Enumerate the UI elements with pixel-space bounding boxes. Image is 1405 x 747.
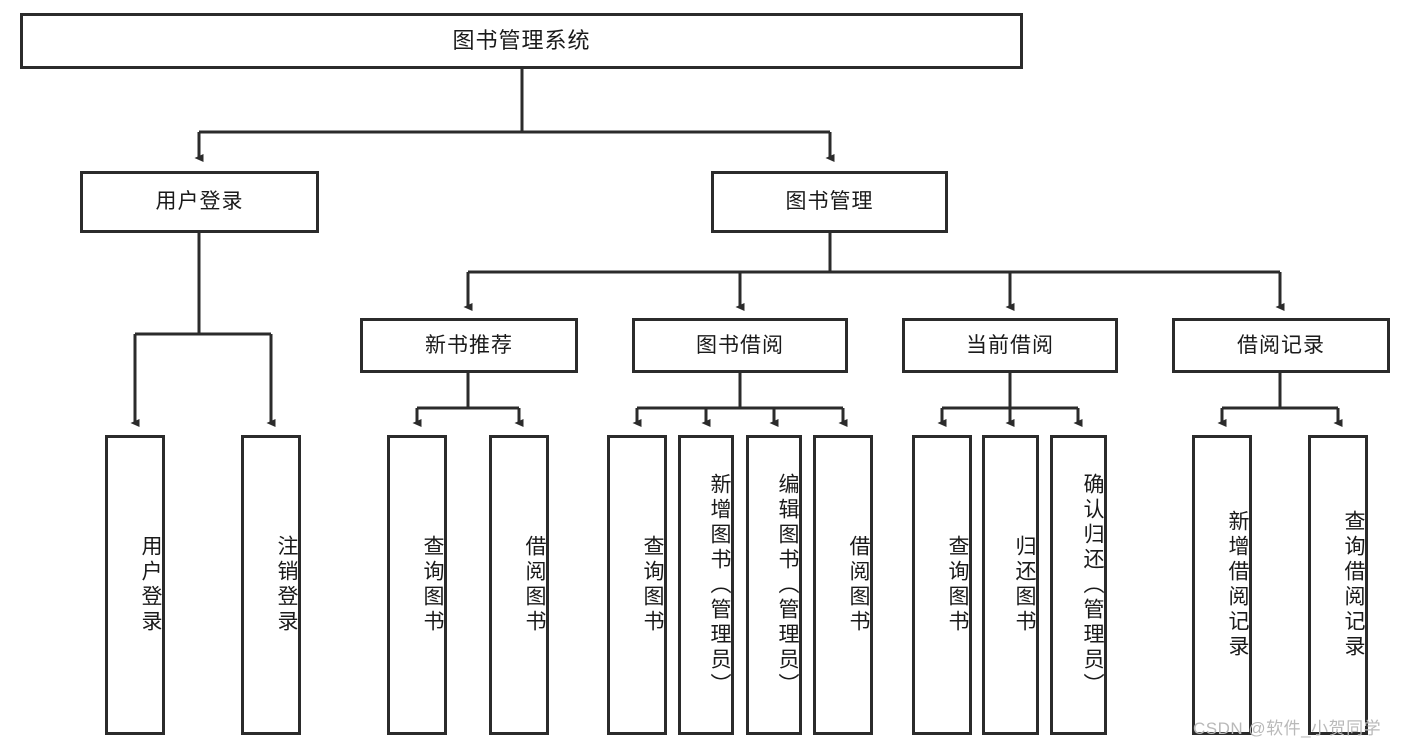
node-root-label: 图书管理系统	[452, 27, 591, 53]
leaf-user-login[interactable]: 用户登录	[105, 435, 165, 735]
node-current-borrow[interactable]: 当前借阅	[902, 318, 1118, 373]
node-borrow-record[interactable]: 借阅记录	[1172, 318, 1390, 373]
leaf-query-borrow-record[interactable]: 查询借阅记录	[1308, 435, 1368, 735]
node-book-manage[interactable]: 图书管理	[711, 171, 948, 233]
node-borrow-record-label: 借阅记录	[1237, 333, 1325, 357]
leaf-borrow-book[interactable]: 借阅图书	[813, 435, 873, 735]
leaf-user-logout[interactable]: 注销登录	[241, 435, 301, 735]
node-root-system[interactable]: 图书管理系统	[20, 13, 1023, 69]
leaf-query-book-current[interactable]: 查询图书	[912, 435, 972, 735]
leaf-add-borrow-record-label: 新增借阅记录	[1226, 510, 1249, 660]
leaf-add-borrow-record[interactable]: 新增借阅记录	[1192, 435, 1252, 735]
leaf-borrow-book-recommend[interactable]: 借阅图书	[489, 435, 549, 735]
leaf-query-book-borrow[interactable]: 查询图书	[607, 435, 667, 735]
leaf-query-book-recommend[interactable]: 查询图书	[387, 435, 447, 735]
leaf-return-book-label: 归还图书	[1013, 535, 1036, 635]
leaf-query-book-recommend-label: 查询图书	[421, 535, 444, 635]
leaf-add-book-label: 新增图书（管理员）	[708, 472, 731, 698]
leaf-edit-book[interactable]: 编辑图书（管理员）	[746, 435, 802, 735]
leaf-query-book-borrow-label: 查询图书	[641, 535, 664, 635]
leaf-return-book[interactable]: 归还图书	[982, 435, 1039, 735]
leaf-query-book-current-label: 查询图书	[946, 535, 969, 635]
node-user-login[interactable]: 用户登录	[80, 171, 319, 233]
leaf-user-logout-label: 注销登录	[275, 535, 298, 635]
leaf-confirm-return-label: 确认归还（管理员）	[1081, 472, 1104, 698]
leaf-add-book[interactable]: 新增图书（管理员）	[678, 435, 734, 735]
csdn-watermark: CSDN @软件_小贺同学	[1193, 719, 1382, 738]
leaf-borrow-book-recommend-label: 借阅图书	[523, 535, 546, 635]
node-book-borrow[interactable]: 图书借阅	[632, 318, 848, 373]
node-new-book-recommend[interactable]: 新书推荐	[360, 318, 578, 373]
leaf-confirm-return[interactable]: 确认归还（管理员）	[1050, 435, 1107, 735]
node-user-login-label: 用户登录	[155, 190, 244, 214]
node-new-book-recommend-label: 新书推荐	[425, 333, 513, 357]
leaf-borrow-book-label: 借阅图书	[847, 535, 870, 635]
leaf-user-login-label: 用户登录	[139, 535, 162, 635]
node-book-manage-label: 图书管理	[785, 190, 874, 214]
node-current-borrow-label: 当前借阅	[966, 333, 1054, 357]
leaf-query-borrow-record-label: 查询借阅记录	[1342, 510, 1365, 660]
leaf-edit-book-label: 编辑图书（管理员）	[776, 472, 799, 698]
node-book-borrow-label: 图书借阅	[696, 333, 784, 357]
